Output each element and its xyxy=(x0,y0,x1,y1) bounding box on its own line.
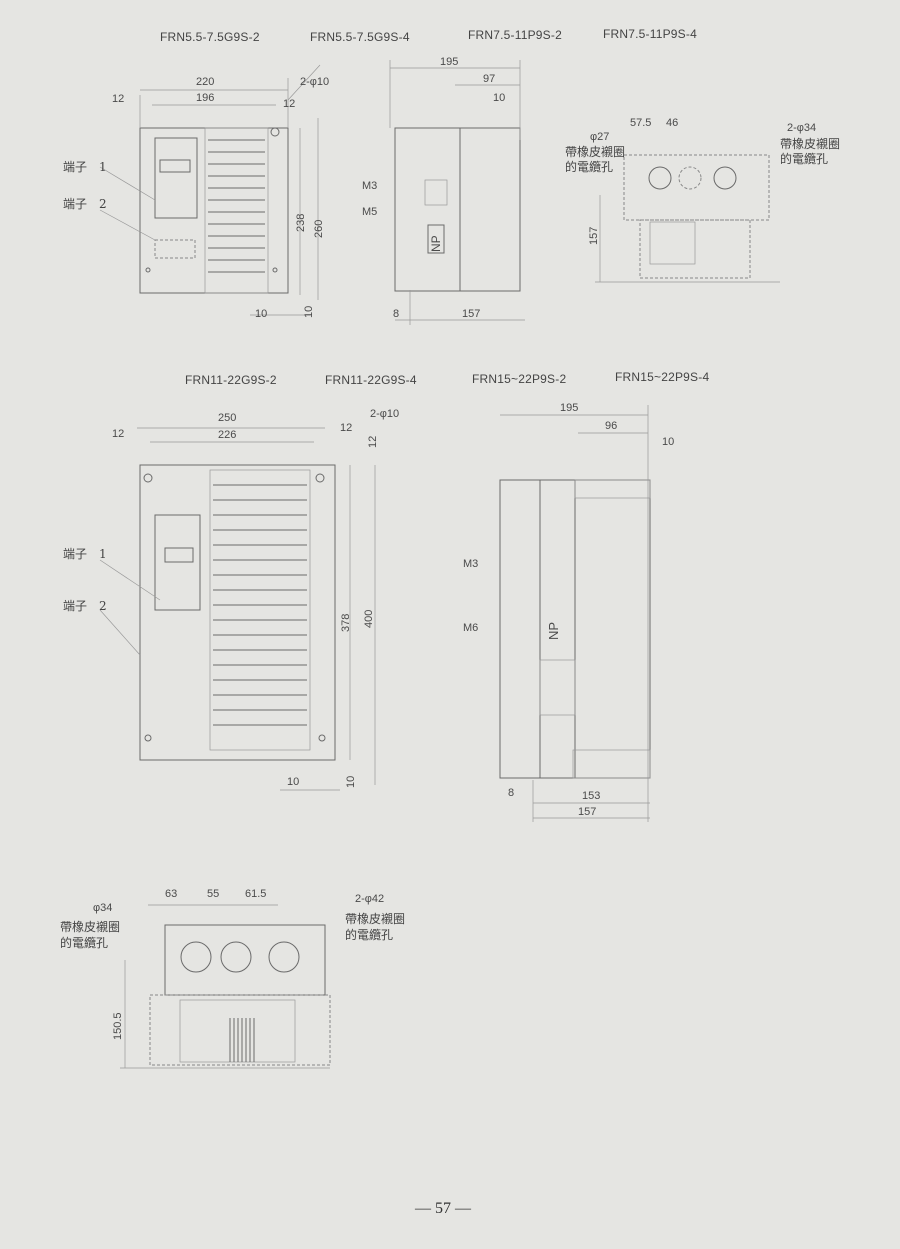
dim-depth: 195 xyxy=(560,402,579,414)
dim-height-inner: 238 xyxy=(295,213,307,232)
nameplate-label: NP xyxy=(429,235,443,252)
side-view-1 xyxy=(389,60,525,325)
dim-holes: 2-φ42 xyxy=(355,893,385,905)
terminal-2-label: 端子 2 xyxy=(63,197,107,211)
page-number: — 57 — xyxy=(415,1200,471,1217)
model-label: FRN7.5-11P9S-2 xyxy=(468,28,562,42)
dim-bottom: 10 xyxy=(287,776,300,788)
dim-width-inner: 226 xyxy=(218,429,237,441)
terminal-1-label: 端子 1 xyxy=(63,547,107,561)
side-view-2 xyxy=(499,405,651,822)
dim-bottom: 10 xyxy=(255,308,268,320)
dim-pitch: 46 xyxy=(666,117,679,129)
dim-pitch: 55 xyxy=(207,888,220,900)
dim-margin-right: 12 xyxy=(340,422,353,434)
dim-bottom-left: 8 xyxy=(393,308,400,320)
cable-hole-label: 的電纜孔 xyxy=(60,936,109,950)
screw-label: M5 xyxy=(362,206,378,218)
cable-hole-label: 的電纜孔 xyxy=(565,160,614,174)
dim-height-inner: 378 xyxy=(340,613,352,632)
model-label: FRN7.5-11P9S-4 xyxy=(603,27,697,41)
screw-label: M6 xyxy=(463,622,479,634)
dim-top: 12 xyxy=(367,435,379,448)
dim-offset: 97 xyxy=(483,73,496,85)
model-label: FRN15~22P9S-2 xyxy=(472,372,567,386)
dim-pitch: 57.5 xyxy=(630,117,652,129)
nameplate-label: NP xyxy=(546,621,561,640)
dim-offset: 96 xyxy=(605,420,618,432)
cable-hole-label: 帶橡皮襯圈 xyxy=(345,912,406,926)
dim-bottom-depth: 157 xyxy=(578,806,597,818)
dim-depth: 195 xyxy=(440,56,459,68)
cable-hole-label: 帶橡皮襯圈 xyxy=(60,920,121,934)
front-view-2 xyxy=(99,427,376,791)
model-label: FRN5.5-7.5G9S-2 xyxy=(160,30,260,44)
dim-holes: 2-φ10 xyxy=(300,76,330,88)
dim-height: 150.5 xyxy=(112,1012,124,1040)
screw-label: M3 xyxy=(362,180,378,192)
dim-bottom: 10 xyxy=(303,305,315,318)
dim-margin-left: 12 xyxy=(112,93,125,105)
model-label: FRN11-22G9S-2 xyxy=(185,373,277,387)
dim-width-total: 220 xyxy=(196,76,215,88)
bottom-view-1 xyxy=(595,154,780,283)
model-label: FRN5.5-7.5G9S-4 xyxy=(310,30,410,44)
dim-hole-small: φ27 xyxy=(590,131,610,143)
dim-pitch: 63 xyxy=(165,888,178,900)
dim-inner-depth: 153 xyxy=(582,790,601,802)
cable-hole-label: 帶橡皮襯圈 xyxy=(780,137,841,151)
dim-bottom-left: 8 xyxy=(508,787,515,799)
dim-margin-right: 12 xyxy=(283,98,296,110)
screw-label: M3 xyxy=(463,558,479,570)
dim-pitch: 61.5 xyxy=(245,888,267,900)
dim-holes: 2-φ34 xyxy=(787,122,817,134)
terminal-1-label: 端子 1 xyxy=(63,160,107,174)
dim-bottom: 10 xyxy=(345,775,357,788)
dim-hole-small: φ34 xyxy=(93,902,113,914)
dim-width-total: 250 xyxy=(218,412,237,424)
model-label: FRN11-22G9S-4 xyxy=(325,373,417,387)
cable-hole-label: 的電纜孔 xyxy=(780,152,829,166)
dim-bottom-depth: 157 xyxy=(462,308,481,320)
dim-height: 157 xyxy=(588,226,600,245)
dim-top: 10 xyxy=(662,436,675,448)
dim-height-total: 400 xyxy=(363,609,375,628)
cable-hole-label: 的電纜孔 xyxy=(345,928,394,942)
dim-holes: 2-φ10 xyxy=(370,408,400,420)
model-label: FRN15~22P9S-4 xyxy=(615,370,710,384)
dim-height-total: 260 xyxy=(313,219,325,238)
front-view-1 xyxy=(99,64,321,316)
terminal-2-label: 端子 2 xyxy=(63,599,107,613)
dim-margin-left: 12 xyxy=(112,428,125,440)
dim-top: 10 xyxy=(493,92,506,104)
dim-width-inner: 196 xyxy=(196,92,215,104)
bottom-view-2 xyxy=(120,904,331,1069)
cable-hole-label: 帶橡皮襯圈 xyxy=(565,145,626,159)
